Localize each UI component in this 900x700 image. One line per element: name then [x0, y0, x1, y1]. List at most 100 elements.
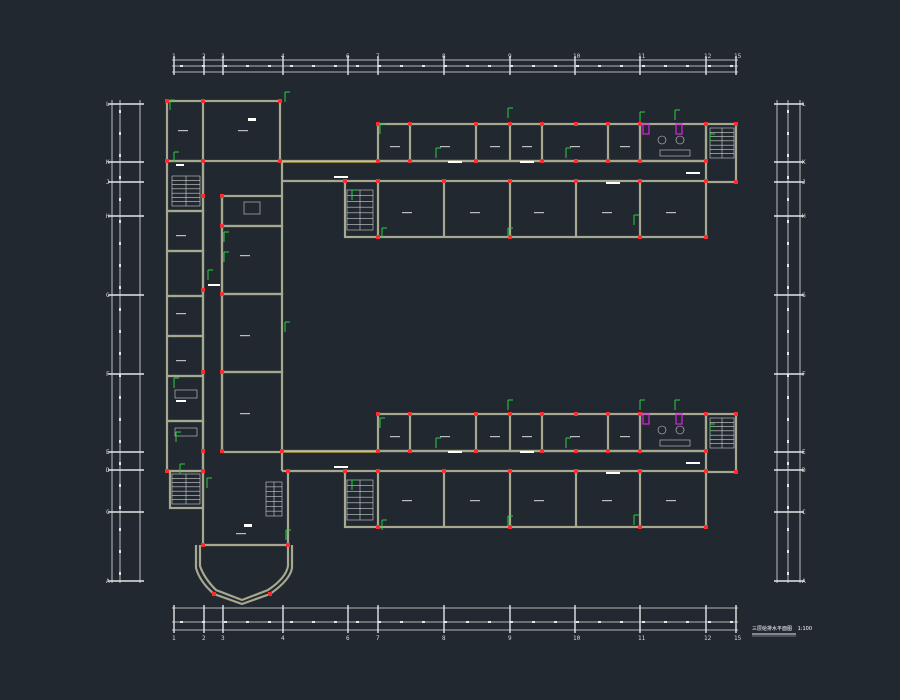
top-axis-label: 1	[172, 53, 176, 60]
column-marker	[201, 469, 205, 473]
column-marker	[201, 370, 205, 374]
drawing-title: 三层给排水平面图	[752, 625, 792, 632]
label-boxes	[176, 118, 700, 535]
label-box	[448, 161, 462, 163]
column-marker	[540, 412, 544, 416]
bottom-axis-label: 8	[442, 635, 446, 642]
riser-tag	[633, 514, 639, 525]
riser-tag	[381, 519, 387, 530]
drawing-scale: 1:100	[798, 626, 812, 632]
riser-tag	[381, 227, 387, 238]
top-axis-label: 4	[281, 53, 285, 60]
column-marker	[376, 412, 380, 416]
riser-tag	[379, 417, 385, 428]
right-axis-label: E	[802, 449, 806, 456]
column-marker	[704, 525, 708, 529]
riser-tag	[284, 91, 290, 102]
column-marker	[343, 469, 347, 473]
top-axis-label: 2	[202, 53, 206, 60]
bottom-axis-label: 1	[172, 635, 176, 642]
column-marker	[408, 122, 412, 126]
riser-tag	[565, 437, 571, 448]
bottom-axis-label: 12	[704, 635, 712, 642]
lower-classroom-wing	[343, 412, 738, 529]
column-marker	[704, 449, 708, 453]
top-axis-label: 12	[704, 53, 712, 60]
left-axis-label: K	[106, 159, 110, 166]
column-marker	[638, 525, 642, 529]
column-marker	[508, 469, 512, 473]
column-marker	[220, 370, 224, 374]
column-marker	[638, 449, 642, 453]
column-marker	[280, 449, 284, 453]
room-label-mark	[570, 436, 580, 438]
room-label-mark	[666, 212, 676, 214]
room-label-mark	[176, 360, 186, 362]
top-axis-label: 15	[734, 53, 742, 60]
left-axis-label: G	[106, 292, 110, 299]
right-axis-label: F	[802, 371, 806, 378]
column-marker	[574, 159, 578, 163]
room-label-mark	[522, 436, 532, 438]
label-box	[248, 118, 256, 121]
column-marker	[376, 122, 380, 126]
column-marker	[606, 412, 610, 416]
column-marker	[574, 122, 578, 126]
riser-tag	[285, 529, 291, 540]
column-marker	[704, 235, 708, 239]
right-axis-label: G	[802, 292, 806, 299]
column-marker	[734, 122, 738, 126]
riser-tag	[175, 431, 181, 442]
room-label-mark	[240, 255, 250, 257]
column-marker	[376, 469, 380, 473]
column-marker	[704, 179, 708, 183]
column-marker	[508, 412, 512, 416]
riser-tag	[206, 477, 212, 488]
riser-tag	[351, 189, 357, 200]
column-marker	[508, 122, 512, 126]
column-marker	[442, 469, 446, 473]
label-box	[334, 466, 348, 468]
room-label-mark	[402, 212, 412, 214]
column-marker	[408, 159, 412, 163]
column-marker	[704, 469, 708, 473]
room-label-mark	[490, 436, 500, 438]
column-marker	[574, 412, 578, 416]
left-axis-label: C	[106, 509, 110, 516]
riser-tag	[709, 133, 715, 144]
column-marker	[606, 449, 610, 453]
riser-tag	[435, 437, 441, 448]
left-axis-label: L	[106, 101, 110, 108]
right-axis-label: H	[802, 213, 806, 220]
column-marker	[474, 122, 478, 126]
label-box	[448, 451, 462, 453]
left-axis-label: F	[106, 371, 110, 378]
riser-tag	[169, 99, 175, 110]
upper-classroom-wing	[343, 122, 738, 239]
building-walls	[165, 99, 378, 606]
water-pipes	[282, 161, 378, 453]
room-label-mark	[522, 146, 532, 148]
label-box	[208, 284, 220, 286]
column-marker	[376, 235, 380, 239]
column-marker	[201, 159, 205, 163]
label-box	[520, 451, 534, 453]
bottom-axis-label: 2	[202, 635, 206, 642]
column-marker	[574, 469, 578, 473]
column-marker	[220, 449, 224, 453]
riser-tag	[674, 109, 680, 120]
column-marker	[201, 194, 205, 198]
label-box	[686, 462, 700, 464]
right-axis-label: D	[802, 467, 806, 474]
svg-text:三层给排水平面图 1:100: 三层给排水平面图 1:100	[752, 625, 812, 632]
room-label-mark	[602, 212, 612, 214]
room-label-mark	[470, 500, 480, 502]
column-marker	[574, 449, 578, 453]
column-marker	[734, 180, 738, 184]
riser-tag	[507, 107, 513, 118]
room-label-mark	[470, 212, 480, 214]
left-axis-label: D	[106, 467, 110, 474]
label-box	[520, 161, 534, 163]
bottom-axis-label: 9	[508, 635, 512, 642]
column-marker	[508, 179, 512, 183]
